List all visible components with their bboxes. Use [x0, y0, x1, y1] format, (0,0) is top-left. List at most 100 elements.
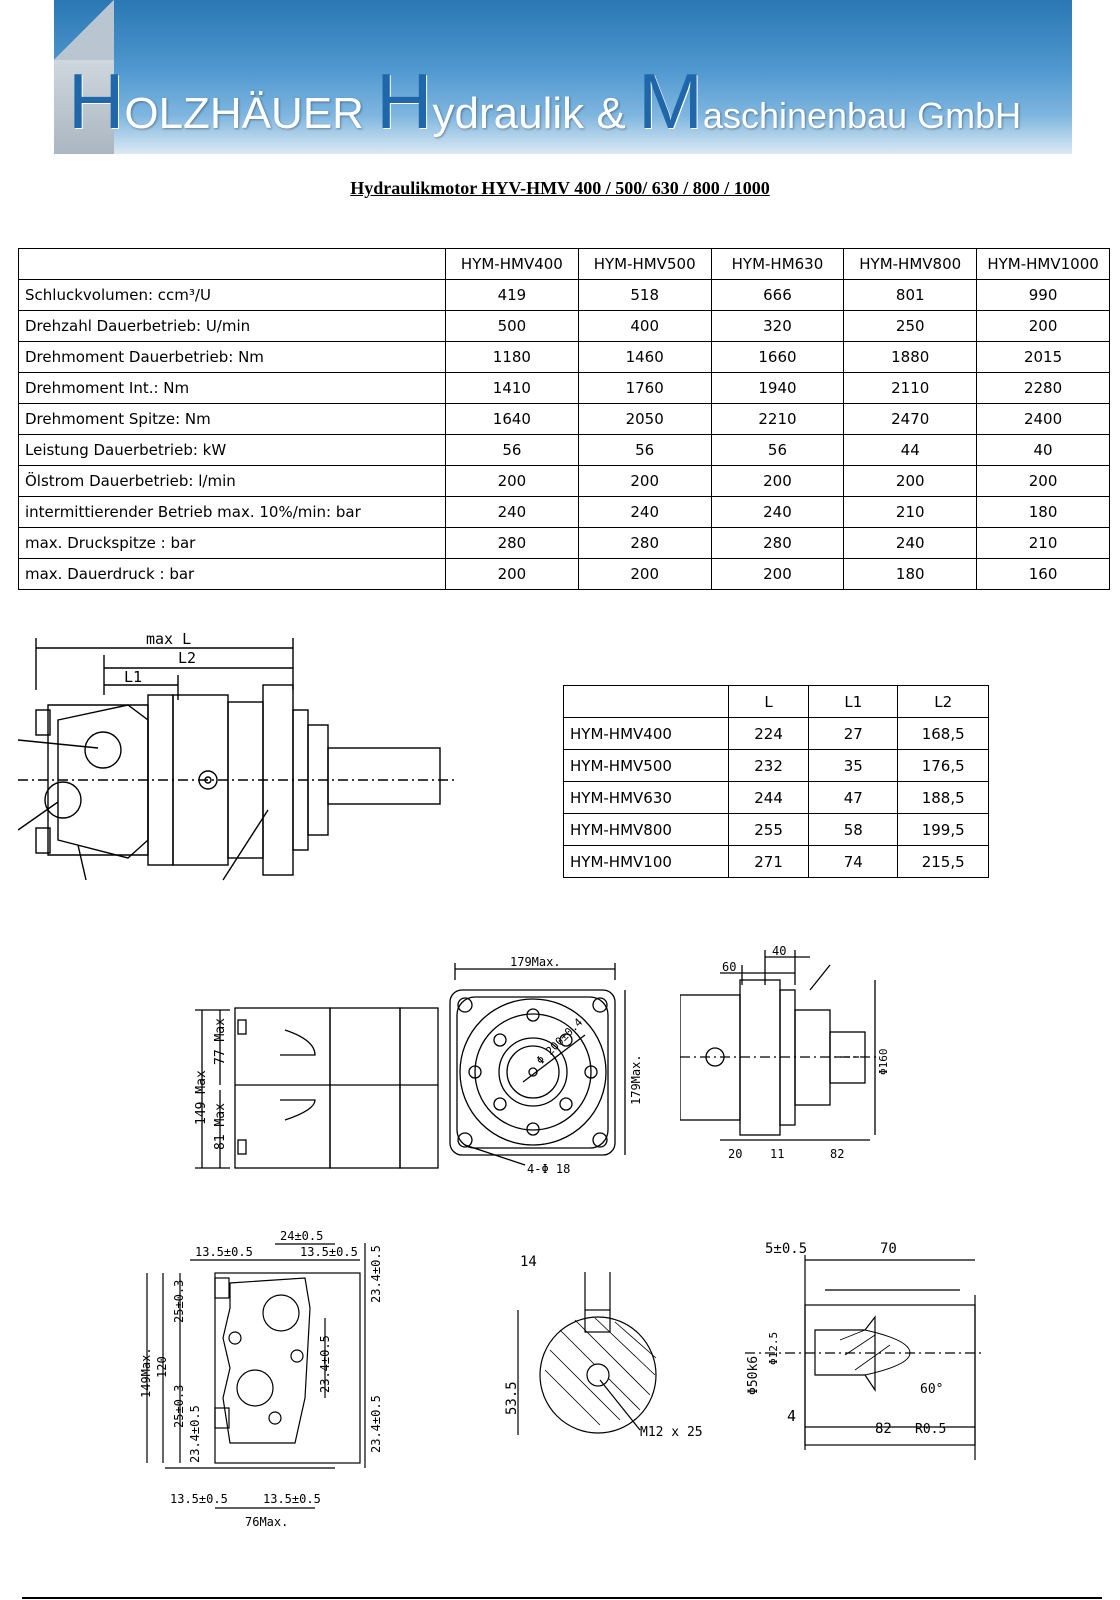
dim-149max: 149 Max — [194, 1070, 209, 1125]
spec-row-label: Ölstrom Dauerbetrieb: l/min — [18, 465, 446, 497]
dim-col-header: L1 — [808, 685, 899, 718]
banner-fold — [54, 0, 114, 60]
spec-col-header: HYM-HMV500 — [577, 248, 712, 280]
spec-row: intermittierender Betrieb max. 10%/min: … — [18, 496, 1110, 528]
company-logo: HOLZHÄUER Hydraulik & Maschinenbau GmbH — [68, 57, 1022, 145]
company-banner: HOLZHÄUER Hydraulik & Maschinenbau GmbH — [54, 0, 1072, 154]
spec-cell: 200 — [710, 465, 845, 497]
spec-cell: 210 — [843, 496, 978, 528]
front-view-drawing: 179Max. Φ 200±0.4 179Max. 4-Φ 18 — [449, 955, 643, 1176]
spec-col-header: HYM-HMV800 — [843, 248, 978, 280]
spec-cell: 200 — [976, 310, 1110, 342]
spec-cell: 56 — [710, 434, 845, 466]
dim-5: 5±0.5 — [765, 1241, 807, 1257]
dim-cell: 244 — [727, 781, 810, 814]
dim-port-25-b: 25±0.3 — [172, 1385, 186, 1428]
spec-cell: 518 — [577, 279, 712, 311]
banner-edge — [54, 60, 114, 154]
spec-cell: 40 — [976, 434, 1110, 466]
spec-cell: 200 — [444, 558, 579, 590]
document-title: Hydraulikmotor HYV-HMV 400 / 500/ 630 / … — [350, 178, 770, 198]
spec-cell: 56 — [444, 434, 579, 466]
port-view-drawing: 24±0.5 13.5±0.5 13.5±0.5 149Max. 120 25±… — [139, 1229, 383, 1529]
dim-port-13-5-b: 13.5±0.5 — [300, 1245, 358, 1259]
spec-row-label: Drehmoment Int.: Nm — [18, 372, 446, 404]
spec-cell: 1880 — [843, 341, 978, 373]
spec-cell: 500 — [444, 310, 579, 342]
dim-40: 40 — [772, 945, 786, 958]
dim-row-label: HYM-HMV800 — [563, 813, 729, 846]
dim-77max: 77 Max — [213, 1018, 228, 1065]
dim-port-76max: 76Max. — [245, 1515, 288, 1529]
shaft-section-drawing: 14 53.5 M12 x 25 — [504, 1254, 703, 1440]
dim-50k6: Φ50k6 — [746, 1356, 761, 1395]
spec-cell: 240 — [444, 496, 579, 528]
dim-port-23-4-c: 23.4±0.5 — [369, 1395, 383, 1453]
dim-4: 4 — [787, 1407, 796, 1425]
dim-port-25-a: 25±0.3 — [172, 1280, 186, 1323]
spec-cell: 250 — [843, 310, 978, 342]
spec-cell: 280 — [577, 527, 712, 559]
spec-cell: 200 — [710, 558, 845, 590]
spec-cell: 240 — [577, 496, 712, 528]
spec-row-label: Schluckvolumen: ccm³/U — [18, 279, 446, 311]
dim-cell: 188,5 — [897, 781, 989, 814]
dim-53-5: 53.5 — [504, 1381, 520, 1415]
spec-row-label: Drehzahl Dauerbetrieb: U/min — [18, 310, 446, 342]
spec-row-label: Drehmoment Dauerbetrieb: Nm — [18, 341, 446, 373]
spec-cell: 1410 — [444, 372, 579, 404]
dim-cell: 232 — [727, 749, 810, 782]
spec-cell: 2400 — [976, 403, 1110, 435]
spec-cell: 180 — [843, 558, 978, 590]
dim-row-label: HYM-HMV400 — [563, 717, 729, 750]
dim-port-23-4-b: 23.4±0.5 — [318, 1335, 332, 1393]
dim-max-l: max L — [146, 630, 191, 648]
spec-cell: 419 — [444, 279, 579, 311]
footer-line — [22, 1597, 1102, 1599]
dim-cell: 271 — [727, 845, 810, 878]
dim-70: 70 — [880, 1241, 897, 1257]
right-view-drawing: 40 60 Φ160 20 11 82 — [680, 945, 890, 1161]
dim-row-label: HYM-HMV630 — [563, 781, 729, 814]
spec-cell: 2050 — [577, 403, 712, 435]
spec-cell: 200 — [577, 558, 712, 590]
spec-cell: 200 — [976, 465, 1110, 497]
dim-pcd: Φ 200±0.4 — [534, 1016, 586, 1068]
dim-cell: 199,5 — [897, 813, 989, 846]
spec-cell: 56 — [577, 434, 712, 466]
spec-cell: 666 — [710, 279, 845, 311]
spec-cell: 1760 — [577, 372, 712, 404]
dim-port-120: 120 — [155, 1356, 169, 1378]
dim-cell: 224 — [727, 717, 810, 750]
spec-cell: 2110 — [843, 372, 978, 404]
spec-col-header: HYM-HMV1000 — [976, 248, 1110, 280]
dim-port-149max: 149Max. — [139, 1347, 153, 1398]
dim-header-row: L L1 L2 — [563, 685, 989, 718]
dim-row-label: HYM-HMV100 — [563, 845, 729, 878]
spec-cell: 1940 — [710, 372, 845, 404]
spec-cell: 240 — [710, 496, 845, 528]
spec-cell: 1180 — [444, 341, 579, 373]
spec-row-label: max. Dauerdruck : bar — [18, 558, 446, 590]
spec-header-empty — [18, 248, 446, 280]
side-view-drawing: max L L2 L1 — [18, 630, 458, 881]
spec-cell: 1660 — [710, 341, 845, 373]
spec-cell: 990 — [976, 279, 1110, 311]
dim-row-label: HYM-HMV500 — [563, 749, 729, 782]
dim-cell: 168,5 — [897, 717, 989, 750]
spec-col-header: HYM-HM630 — [710, 248, 845, 280]
dim-12-5: Φ12.5 — [767, 1332, 780, 1365]
dim-col-header: L2 — [897, 685, 989, 718]
dim-l1: L1 — [124, 668, 142, 686]
dim-thread: M12 x 25 — [640, 1425, 703, 1440]
spec-cell: 240 — [843, 527, 978, 559]
